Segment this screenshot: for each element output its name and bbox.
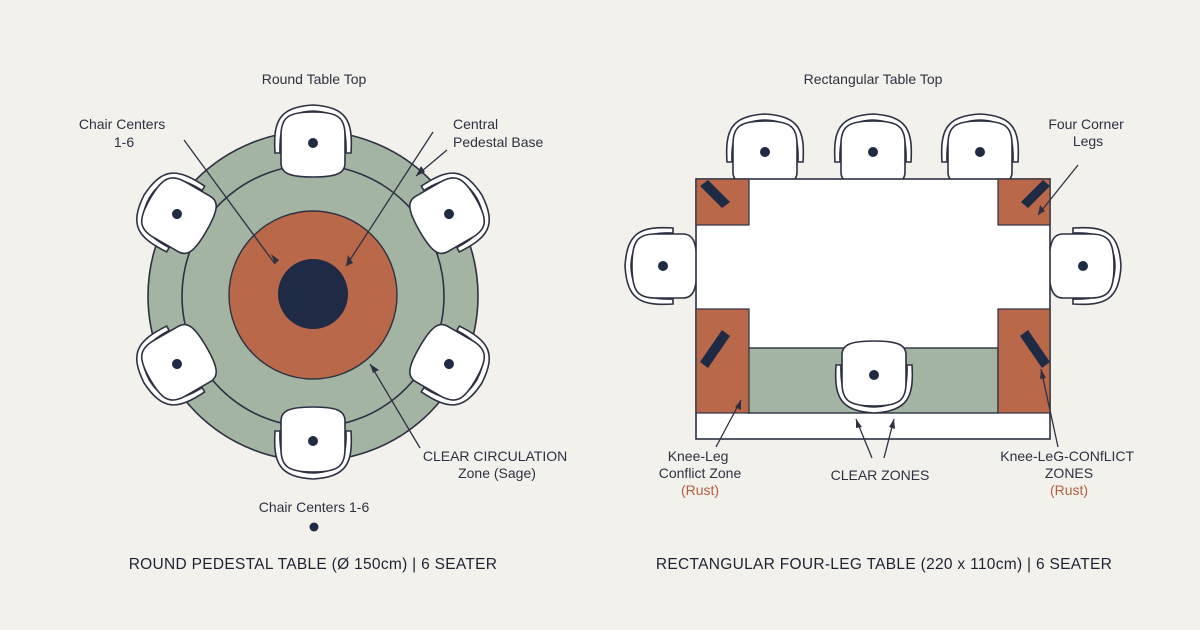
rect-table-title: Rectangular Table Top xyxy=(804,71,943,87)
circulation-label: CLEAR CIRCULATION Zone (Sage) xyxy=(423,448,571,481)
round-table-caption: ROUND PEDESTAL TABLE (Ø 150cm) | 6 SEATE… xyxy=(129,556,498,573)
pedestal-leader xyxy=(345,131,434,267)
rect-table-diagram: Rectangular Table Top xyxy=(624,71,1137,573)
chair-centers-bottom-label: Chair Centers 1-6 xyxy=(259,499,370,515)
leg-top-right xyxy=(1021,180,1050,208)
knee-conflict-left-note: (Rust) xyxy=(681,482,719,498)
knee-conflict-right-label: Knee-LeG-CONfLICT ZONES xyxy=(1000,448,1137,481)
knee-conflict-right-note: (Rust) xyxy=(1050,482,1088,498)
round-chair-2 xyxy=(399,160,502,266)
leg-top-left xyxy=(700,180,730,208)
rect-chair-right xyxy=(1048,226,1122,306)
round-chair-6 xyxy=(124,160,227,266)
round-table-diagram: Round Table Top Chair Centers xyxy=(79,71,571,573)
chair-centers-leader xyxy=(183,139,276,265)
rect-table-caption: RECTANGULAR FOUR-LEG TABLE (220 x 110cm)… xyxy=(656,556,1112,573)
rect-chair-top-1 xyxy=(725,113,805,187)
pedestal-label: Central Pedestal Base xyxy=(453,116,543,150)
chair-center-marker xyxy=(309,522,319,532)
rect-chair-bottom xyxy=(834,340,914,414)
rect-chair-left xyxy=(624,226,698,306)
leg-bottom-right xyxy=(1020,330,1050,368)
round-chair-5 xyxy=(124,312,227,418)
rect-chair-top-3 xyxy=(940,113,1020,187)
round-table-title: Round Table Top xyxy=(262,71,367,87)
round-chair-3 xyxy=(399,312,502,418)
circulation-leader xyxy=(369,363,421,449)
chair-centers-label: Chair Centers 1-6 xyxy=(79,116,169,150)
round-chair-1 xyxy=(273,104,353,178)
rect-chair-top-2 xyxy=(833,113,913,187)
round-chair-4 xyxy=(273,406,353,480)
knee-conflict-left-label: Knee-Leg Conflict Zone xyxy=(659,448,742,481)
legs-leader xyxy=(1037,164,1079,216)
four-corner-legs-label: Four Corner Legs xyxy=(1048,116,1127,149)
clear-zones-label: CLEAR ZONES xyxy=(831,467,930,483)
pedestal-base xyxy=(278,259,348,329)
leg-bottom-left xyxy=(700,330,730,368)
knee-right-leader xyxy=(1040,368,1059,448)
